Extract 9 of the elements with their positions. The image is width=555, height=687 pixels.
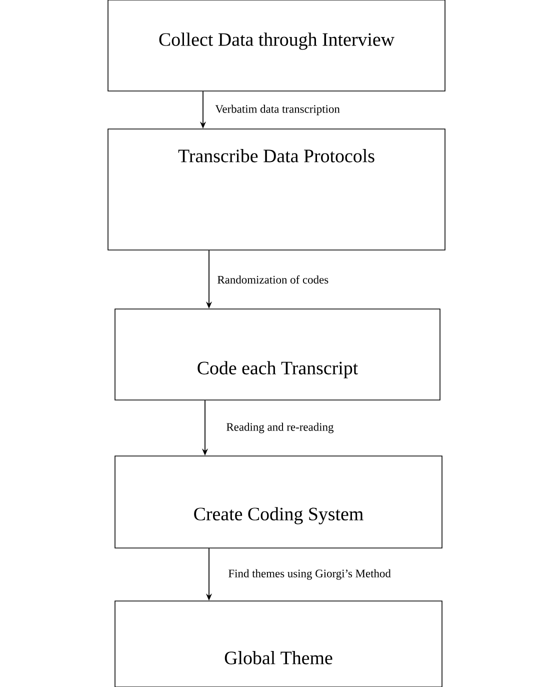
process-box: Collect Data through Interview (108, 0, 446, 92)
edge-label: Find themes using Giorgi’s Method (227, 568, 392, 581)
edge-label: Verbatim data transcription (214, 104, 341, 116)
process-box: Global Theme (114, 600, 442, 687)
process-box: Create Coding System (114, 456, 442, 548)
process-box: Code each Transcript (114, 308, 440, 400)
process-box: Transcribe Data Protocols (108, 128, 446, 250)
edge-label: Reading and re-reading (225, 422, 335, 434)
edge-label: Randomization of codes (216, 274, 330, 285)
